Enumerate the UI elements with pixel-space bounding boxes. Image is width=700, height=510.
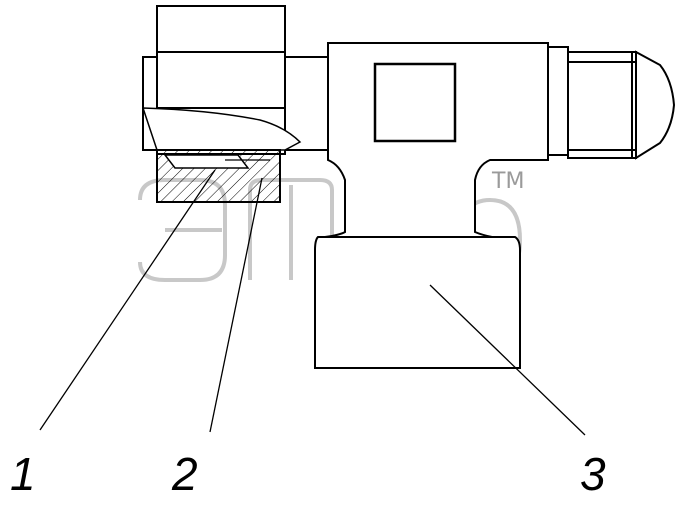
leader-3 [429, 284, 586, 436]
watermark-trademark: TM [491, 169, 524, 194]
callout-3: 3 [580, 448, 606, 500]
leader-lines [39, 169, 586, 436]
callout-2: 2 [171, 448, 198, 500]
fitting-body [142, 5, 676, 369]
cutaway-section [141, 107, 302, 203]
callout-1: 1 [10, 448, 36, 500]
leader-1 [39, 169, 216, 431]
leader-2 [209, 177, 263, 433]
